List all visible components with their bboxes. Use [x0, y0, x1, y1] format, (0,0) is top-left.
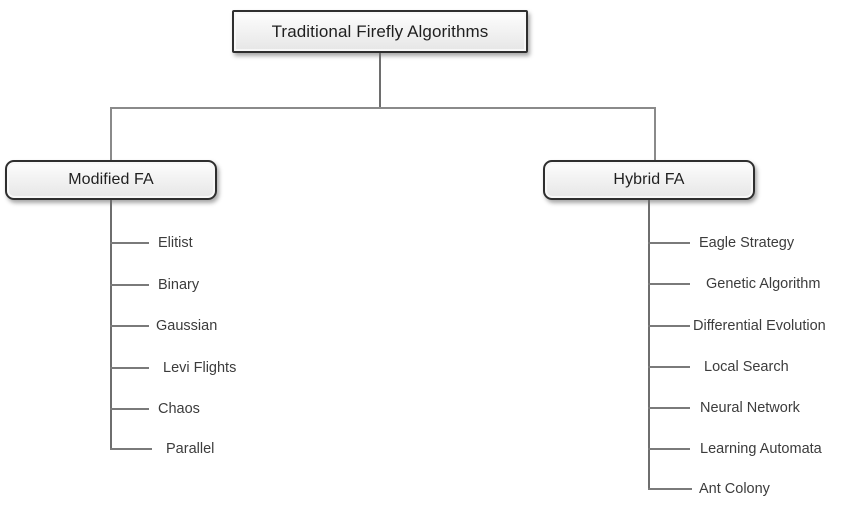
- tick-leaf: [648, 283, 690, 285]
- tick-leaf: [110, 408, 149, 410]
- leaf-label-elitist[interactable]: Elitist: [158, 235, 193, 251]
- connector-split-horizontal: [110, 107, 656, 109]
- tick-leaf: [110, 325, 149, 327]
- node-label: Modified FA: [68, 171, 154, 188]
- node-modified-fa[interactable]: Modified FA: [5, 160, 217, 200]
- tick-leaf: [110, 242, 149, 244]
- spine-hybrid-fa: [648, 200, 650, 489]
- tick-leaf: [110, 448, 152, 450]
- node-hybrid-fa[interactable]: Hybrid FA: [543, 160, 755, 200]
- leaf-label-differential-evolution[interactable]: Differential Evolution: [693, 318, 826, 334]
- node-traditional-firefly-algorithms[interactable]: Traditional Firefly Algorithms: [232, 10, 528, 53]
- tick-leaf: [648, 488, 692, 490]
- leaf-label-binary[interactable]: Binary: [158, 277, 200, 293]
- leaf-label-chaos[interactable]: Chaos: [158, 401, 200, 417]
- leaf-label-eagle-strategy[interactable]: Eagle Strategy: [699, 235, 795, 251]
- spine-modified-fa: [110, 200, 112, 449]
- tick-leaf: [648, 407, 690, 409]
- leaf-label-learning-automata[interactable]: Learning Automata: [700, 441, 822, 457]
- tick-leaf: [648, 325, 690, 327]
- leaf-label-gaussian[interactable]: Gaussian: [156, 318, 218, 334]
- tick-leaf: [110, 367, 149, 369]
- leaf-label-local-search[interactable]: Local Search: [704, 359, 789, 375]
- tick-leaf: [648, 366, 690, 368]
- leaf-label-ant-colony[interactable]: Ant Colony: [699, 481, 770, 497]
- connector-drop-hybrid-fa: [654, 107, 656, 162]
- leaf-label-neural-network[interactable]: Neural Network: [700, 400, 800, 416]
- leaf-label-levi-flights[interactable]: Levi Flights: [163, 360, 237, 376]
- node-label: Traditional Firefly Algorithms: [271, 21, 489, 41]
- tick-leaf: [648, 448, 690, 450]
- tick-leaf: [110, 284, 149, 286]
- connector-drop-modified-fa: [110, 107, 112, 162]
- leaf-label-parallel[interactable]: Parallel: [166, 441, 215, 457]
- node-label: Hybrid FA: [613, 171, 685, 188]
- connector-root-stem: [379, 53, 381, 109]
- tick-leaf: [648, 242, 690, 244]
- leaf-label-genetic-algorithm[interactable]: Genetic Algorithm: [706, 276, 821, 292]
